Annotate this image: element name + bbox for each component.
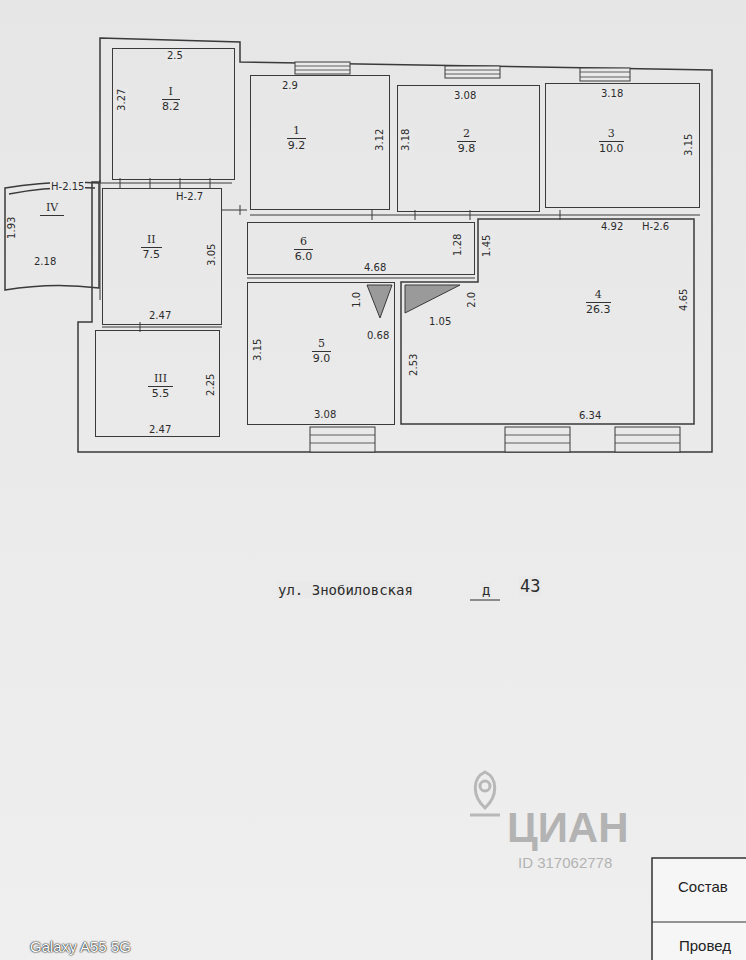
room-box: 29.8	[397, 85, 540, 212]
dimension-label: 3.15	[252, 338, 264, 362]
dimension-label: 3.18	[400, 128, 412, 152]
room-area: 9.2	[287, 139, 306, 153]
watermark-id: ID 317062778	[517, 854, 613, 871]
dimension-label: 1.0	[351, 291, 363, 309]
room-box: 310.0	[545, 83, 700, 208]
room-label: I8.2	[162, 85, 180, 114]
dimension-label: 3.05	[206, 243, 218, 267]
room-box: I8.2	[112, 48, 235, 180]
dimension-label: Н-2.15	[50, 181, 85, 193]
room-number: II	[141, 233, 162, 248]
dimension-label: 3.15	[683, 133, 695, 157]
dimension-label: 2.47	[148, 310, 172, 322]
room-label: 66.0	[294, 235, 313, 264]
stamp-text: Провед	[678, 937, 732, 954]
dimension-label: 2.5	[166, 50, 184, 62]
room-label: 310.0	[599, 127, 624, 156]
room-box: 66.0	[247, 222, 475, 275]
room-box: 59.0	[247, 282, 395, 425]
room-number: I	[162, 85, 180, 100]
room-number: 2	[457, 127, 476, 142]
dimension-label: 1.28	[452, 233, 464, 257]
room-number: 5	[312, 337, 331, 352]
dimension-label: 6.34	[578, 410, 602, 422]
dimension-label: 1.05	[428, 316, 452, 328]
room-area: 5.5	[148, 387, 173, 401]
dimension-label: 3.08	[313, 409, 337, 421]
room-area: 7.5	[141, 248, 162, 262]
room-box: III5.5	[95, 330, 220, 437]
room-area: 26.3	[586, 303, 611, 317]
dimension-label: 3.27	[116, 88, 128, 112]
room-number: 1	[287, 124, 306, 139]
dimension-label: Н-2.7	[175, 191, 204, 203]
room-number: 3	[599, 127, 624, 142]
street-name: ул. Знобиловская	[277, 582, 414, 598]
room-number: III	[148, 372, 173, 387]
dimension-label: 4.68	[363, 262, 387, 274]
room-number: 6	[294, 235, 313, 250]
dimension-label: 3.18	[600, 88, 624, 100]
dimension-label: 2.9	[281, 80, 299, 92]
dimension-label: 4.65	[678, 288, 690, 312]
room-number: 4	[586, 288, 611, 303]
room-area: 6.0	[294, 250, 313, 264]
porch-room: IV	[4, 178, 100, 292]
dimension-label: 2.18	[33, 256, 57, 268]
room-area: 8.2	[162, 100, 180, 114]
stamp-text: Состав	[677, 878, 729, 895]
dimension-label: 4.92	[600, 221, 624, 233]
room-label: IV	[40, 201, 64, 216]
room-label: 59.0	[312, 337, 331, 366]
dimension-label: 2.53	[408, 353, 420, 377]
room-outline	[4, 178, 100, 292]
room-label: 19.2	[287, 124, 306, 153]
dimension-label: 3.08	[453, 90, 477, 102]
dimension-label: 0.68	[366, 330, 390, 342]
dimension-label: 2.25	[205, 373, 217, 397]
house-number: 43	[519, 576, 541, 596]
camera-caption: Galaxy A55 5G	[29, 938, 132, 955]
room-box: II7.5	[102, 188, 222, 325]
room-area: 10.0	[599, 142, 624, 156]
watermark: ЦИАН	[506, 804, 630, 852]
dimension-label: 1.93	[6, 216, 18, 240]
room-label: 426.3	[586, 288, 611, 317]
room-area: 9.0	[312, 352, 331, 366]
dimension-label: Н-2.6	[641, 221, 670, 233]
street-name: д	[481, 582, 491, 598]
room-label: II7.5	[141, 233, 162, 262]
room-area: 9.8	[457, 142, 476, 156]
dimension-label: 2.47	[148, 424, 172, 436]
dimension-label: 1.45	[481, 234, 493, 258]
dimension-label: 3.12	[374, 128, 386, 152]
room-number: IV	[40, 201, 64, 216]
room-box: 19.2	[250, 75, 390, 210]
dimension-label: 2.0	[466, 291, 478, 309]
room-label: 29.8	[457, 127, 476, 156]
room-label: III5.5	[148, 372, 173, 401]
